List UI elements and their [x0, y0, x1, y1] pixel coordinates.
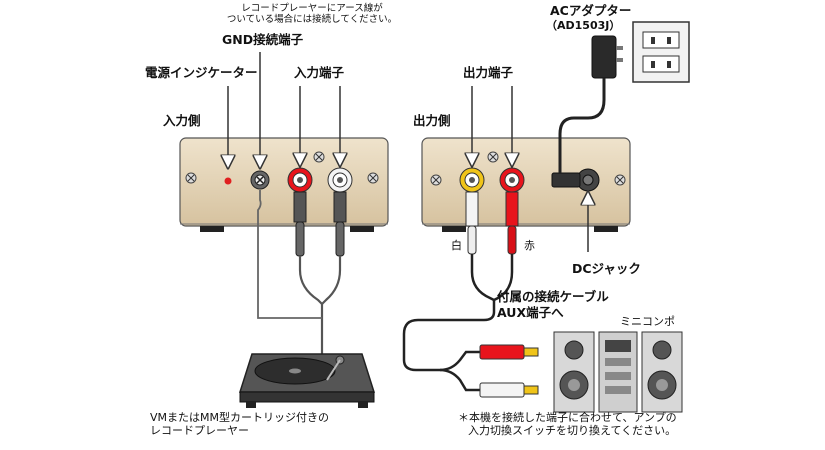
screw-icon — [430, 174, 442, 186]
cable-label-line1: 付属の接続ケーブル — [497, 289, 609, 304]
red-plug-label: 赤 — [524, 239, 535, 252]
note-ground-wire-line1: レコードプレーヤーにアース線が — [241, 3, 383, 14]
ac-adapter-icon — [558, 35, 623, 173]
screw-icon — [185, 172, 197, 184]
cable-label-line2: AUX端子へ — [497, 305, 564, 320]
screw-icon — [367, 172, 379, 184]
power-indicator-label: 電源インジケーター — [145, 65, 258, 80]
gnd-terminal-label: GND接続端子 — [222, 32, 304, 47]
screw-icon — [313, 151, 325, 163]
output-plug-white — [465, 191, 479, 255]
gnd-terminal-icon — [250, 170, 270, 190]
foot-right — [594, 226, 618, 232]
white-plug-label: 白 — [451, 239, 462, 252]
input-plug-left — [293, 191, 307, 257]
output-jack-red — [499, 167, 525, 193]
output-cable — [402, 254, 514, 392]
turntable-label: VMまたはMM型カートリッジ付きの レコードプレーヤー — [150, 411, 329, 437]
foot-right — [350, 226, 374, 232]
wall-outlet-icon — [632, 21, 690, 83]
input-side-label: 入力側 — [163, 113, 201, 128]
callout-arrows — [228, 52, 588, 252]
turntable-label-line1: VMまたはMM型カートリッジ付きの — [150, 411, 329, 424]
screw-icon — [614, 174, 626, 186]
ground-wire — [257, 190, 322, 319]
input-jack-red — [287, 167, 313, 193]
output-terminal-label: 出力端子 — [463, 65, 514, 80]
input-plug-right — [333, 191, 347, 257]
turntable-icon — [238, 353, 376, 408]
dc-jack-icon — [576, 168, 600, 192]
power-indicator-led — [224, 177, 232, 185]
mini-component-icon — [553, 331, 683, 413]
aux-plug-red — [479, 344, 539, 360]
note-input-switch-line1: ＊本機を接続した端子に合わせて、アンプの — [458, 411, 677, 424]
turntable-label-line2: レコードプレーヤー — [150, 423, 249, 437]
foot-left — [200, 226, 224, 232]
input-terminal-label: 入力端子 — [294, 65, 345, 80]
ac-adapter-model-label: （AD1503J） — [546, 19, 621, 32]
note-input-switch: ＊本機を接続した端子に合わせて、アンプの 入力切換スイッチを切り換えてください。 — [458, 411, 677, 437]
output-plug-red — [505, 191, 519, 255]
output-device — [421, 137, 631, 255]
input-jack-white — [327, 167, 353, 193]
input-cable — [298, 256, 342, 370]
foot-left — [442, 226, 466, 232]
mini-component-label: ミニコンポ — [620, 315, 675, 328]
dc-plug — [551, 172, 581, 188]
aux-plug-white — [479, 382, 539, 398]
note-input-switch-line2: 入力切換スイッチを切り換えてください。 — [468, 423, 677, 437]
note-ground-wire: レコードプレーヤーにアース線が ついている場合には接続してください。 — [222, 3, 402, 26]
output-side-label: 出力側 — [413, 113, 451, 128]
dc-jack-label: DCジャック — [572, 261, 641, 276]
note-ground-wire-line2: ついている場合には接続してください。 — [226, 13, 398, 25]
input-device — [179, 137, 389, 257]
ac-adapter-label: ACアダプター — [550, 3, 632, 18]
output-jack-white — [459, 167, 485, 193]
screw-icon — [487, 151, 499, 163]
